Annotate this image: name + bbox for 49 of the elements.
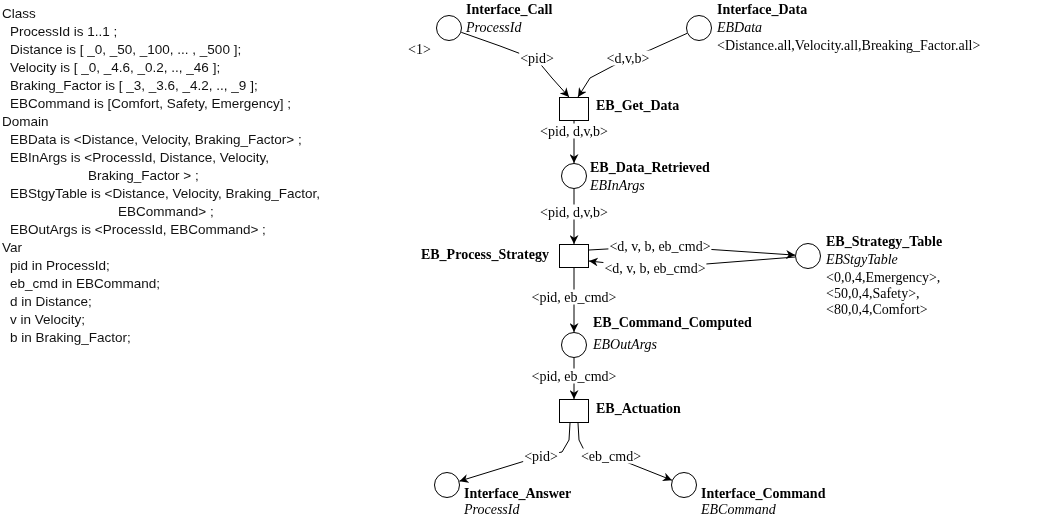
arc-label: <pid> <box>519 50 555 66</box>
initial-marking: <80,0,4,Comfort> <box>826 301 928 319</box>
place-type: EBData <box>717 19 763 37</box>
transition-name: EB_Actuation <box>596 400 681 418</box>
place-name: Interface_Data <box>717 1 808 19</box>
declaration-text: b in Braking_Factor; <box>10 329 131 347</box>
place-type: EBCommand <box>701 501 776 519</box>
arc-label: <pid, d,v,b> <box>539 204 609 220</box>
arc-label: <pid, eb_cmd> <box>530 368 618 384</box>
place-name: Interface_Command <box>701 485 826 503</box>
initial-marking: <0,0,4,Emergency>, <box>826 269 941 287</box>
place-name: Interface_Answer <box>464 485 572 503</box>
place-type: ProcessId <box>466 19 522 37</box>
place-name: EB_Command_Computed <box>593 314 752 332</box>
place-type: ProcessId <box>464 501 520 519</box>
declaration-text: pid in ProcessId; <box>10 257 110 275</box>
declaration-text: Distance is [ _0, _50, _100, ... , _500 ]; <box>10 41 242 59</box>
arc-label: <d,v,b> <box>605 50 651 66</box>
arc-label: <pid, eb_cmd> <box>530 289 618 305</box>
declaration-text: EBInArgs is <ProcessId, Distance, Velocity, Braking_Factor > ; <box>10 149 270 185</box>
transition-name: EB_Process_Strategy <box>420 246 549 264</box>
initial-marking: <50,0,4,Safety>, <box>826 285 920 303</box>
place-name: EB_Data_Retrieved <box>590 159 710 177</box>
section-heading: Domain <box>2 113 49 131</box>
initial-marking: <1> <box>408 41 431 59</box>
declaration-text: EBCommand is [Comfort, Safety, Emergency] ; <box>10 95 292 113</box>
initial-marking: <Distance.all,Velocity.all,Breaking_Factor.all> <box>717 37 981 55</box>
declaration-text: eb_cmd in EBCommand; <box>10 275 161 293</box>
place-type: EBInArgs <box>590 177 645 195</box>
section-heading: Var <box>2 239 22 257</box>
declaration-text: EBOutArgs is <ProcessId, EBCommand> ; <box>10 221 266 239</box>
declaration-text: ProcessId is 1..1 ; <box>10 23 118 41</box>
section-heading: Class <box>2 5 36 23</box>
arc-label: <eb_cmd> <box>579 448 643 464</box>
place-type: EBStgyTable <box>826 251 898 269</box>
transition-name: EB_Get_Data <box>596 97 680 115</box>
arc-label: <pid, d,v,b> <box>539 123 609 139</box>
declaration-text: Velocity is [ _0, _4.6, _0.2, .., _46 ]; <box>10 59 221 77</box>
declaration-text: Braking_Factor is [ _3, _3.6, _4.2, .., _9 ]; <box>10 77 258 95</box>
declaration-text: v in Velocity; <box>10 311 86 329</box>
arc-label: <pid> <box>523 448 559 464</box>
place-name: Interface_Call <box>466 1 553 19</box>
arc-label: <d, v, b, eb_cmd> <box>608 238 712 254</box>
declaration-text: EBData is <Distance, Velocity, Braking_Factor> ; <box>10 131 302 149</box>
declaration-text: d in Distance; <box>10 293 92 311</box>
place-type: EBOutArgs <box>593 336 658 354</box>
place-name: EB_Strategy_Table <box>826 233 943 251</box>
arc-label: <d, v, b, eb_cmd> <box>603 260 707 276</box>
declaration-text: EBStgyTable is <Distance, Velocity, Braking_Factor, EBCommand> ; <box>10 185 322 221</box>
